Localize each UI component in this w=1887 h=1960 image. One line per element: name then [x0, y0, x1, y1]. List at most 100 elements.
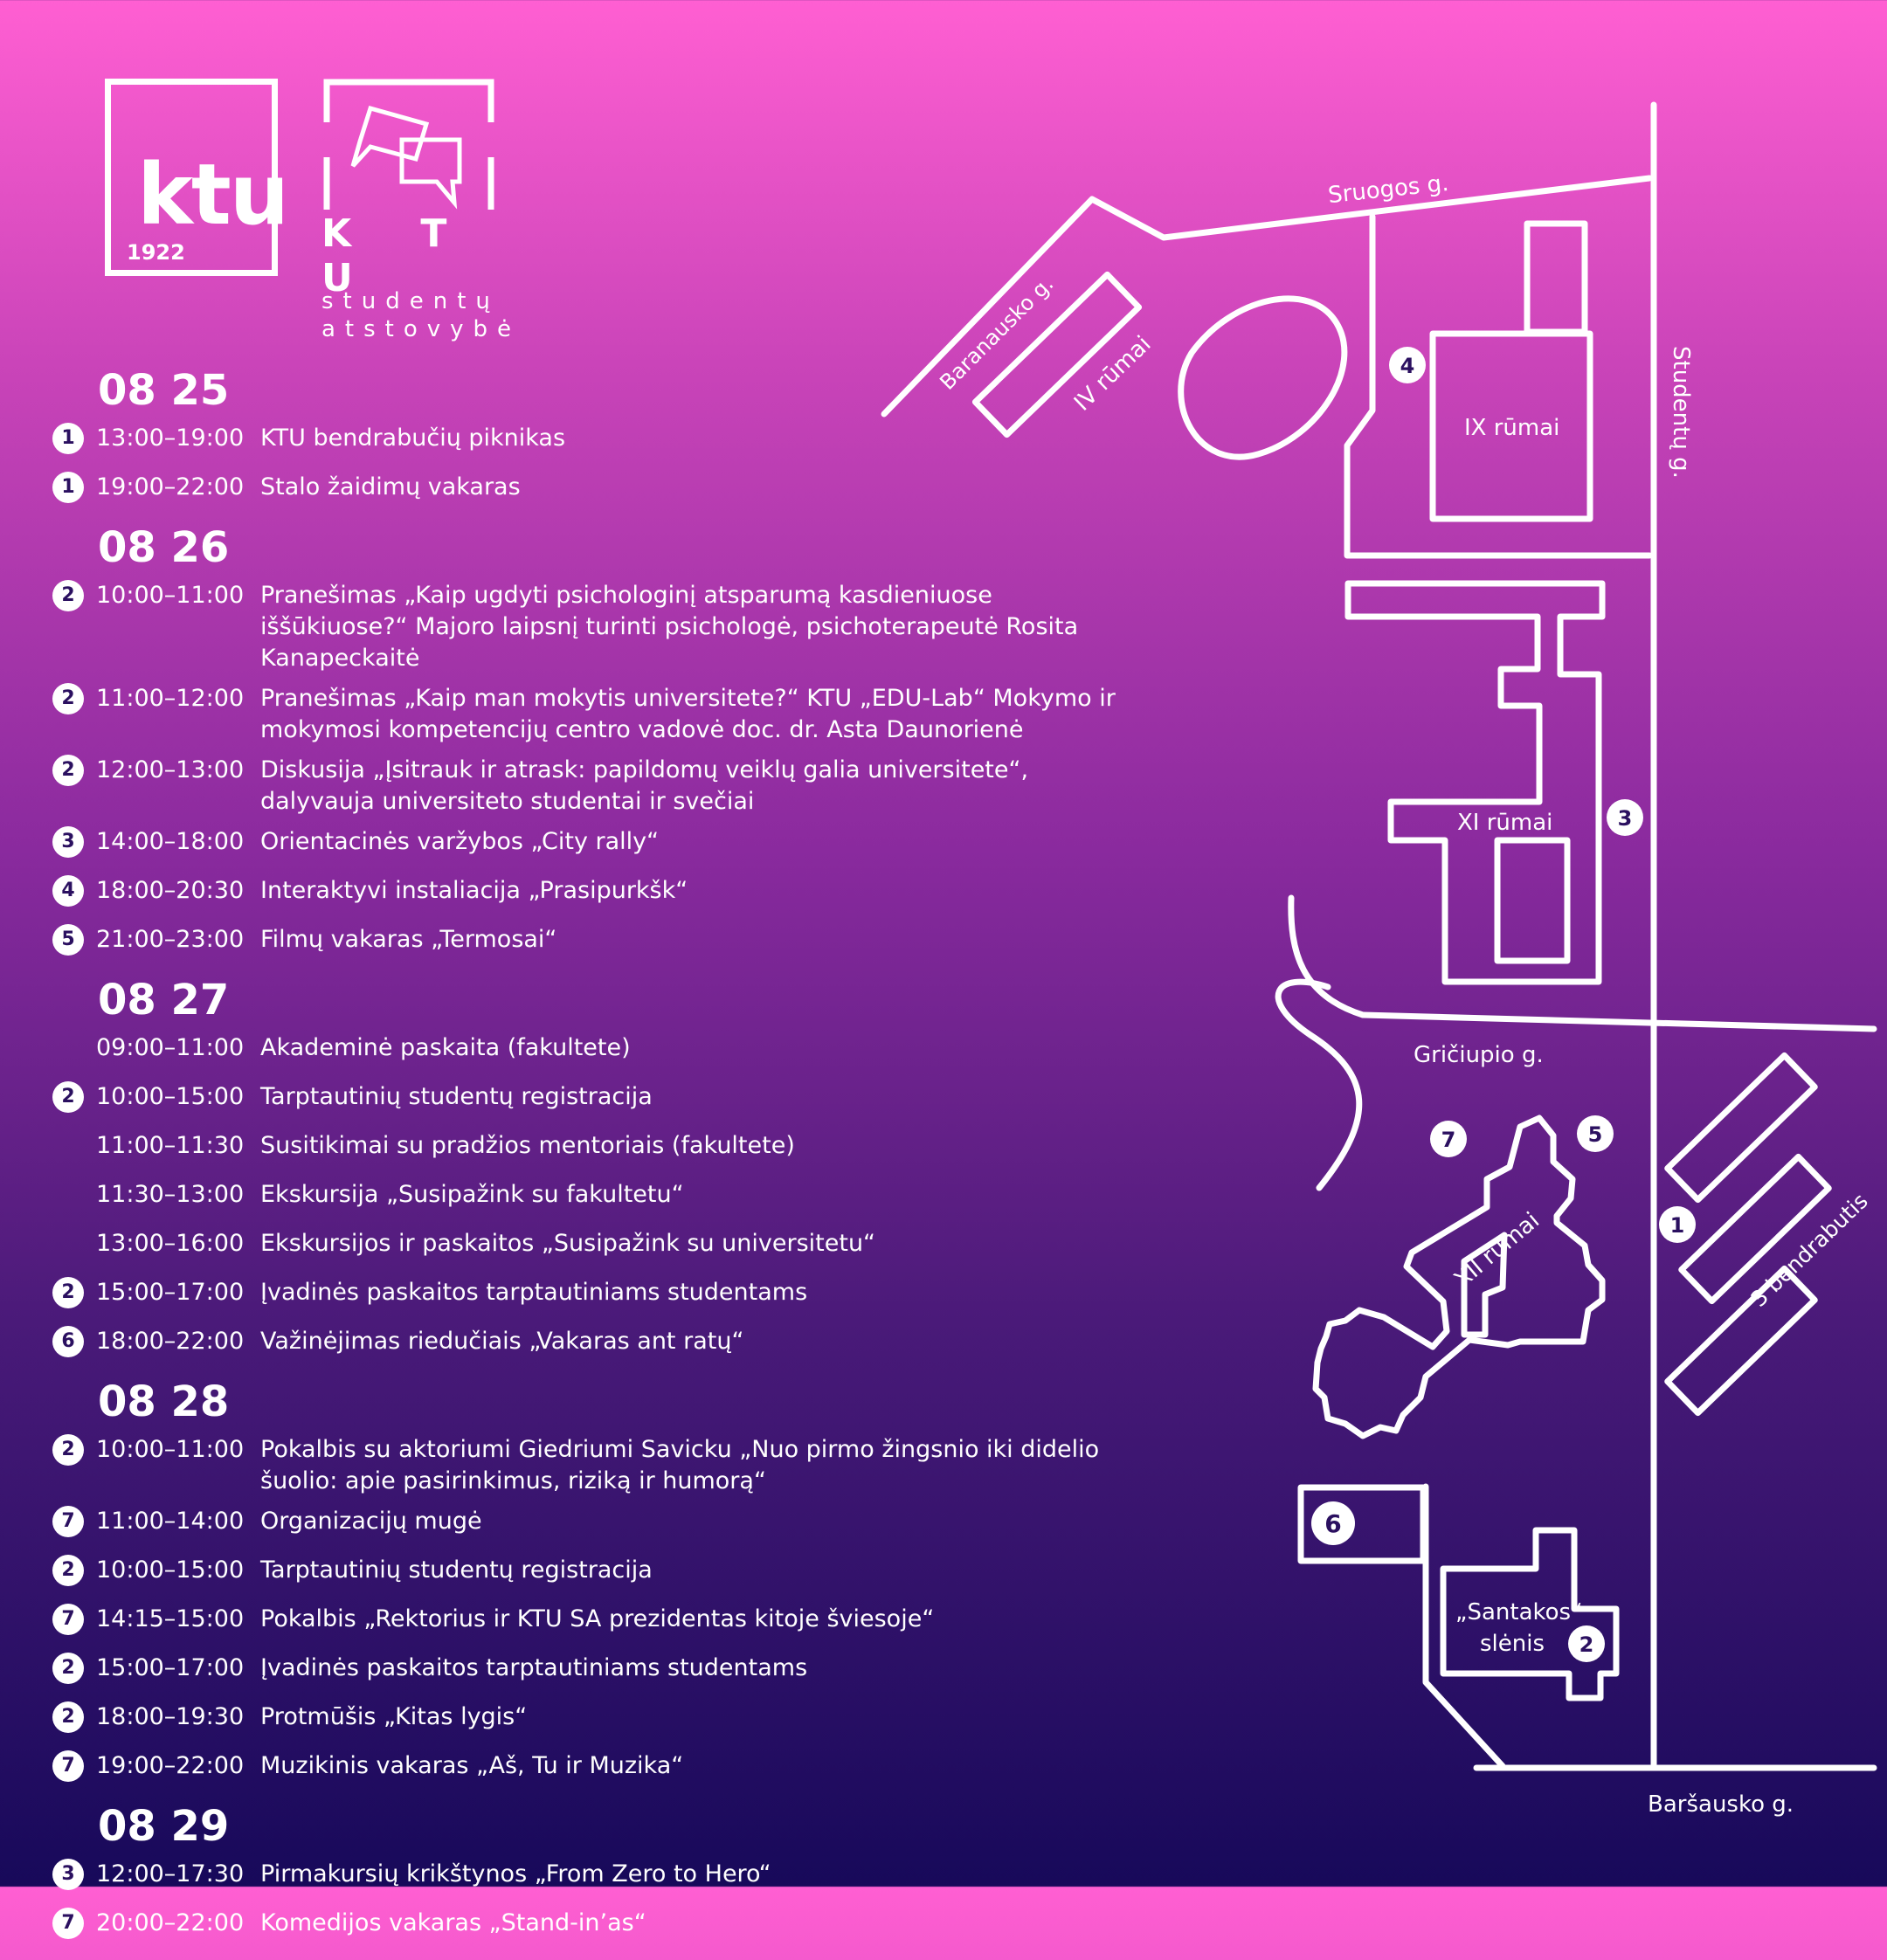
day-date: 08 26 — [98, 523, 230, 572]
event-title: Pokalbis „Rektorius ir KTU SA prezidenta… — [260, 1605, 935, 1632]
road-griciupio — [1359, 1011, 1877, 1032]
day-section: 08 26 2 10:00–11:00 Pranešimas „Kaip ugdyti… — [52, 524, 1188, 964]
svg-text:1: 1 — [1670, 1213, 1685, 1238]
event-row: 2 10:00–11:00 Pranešimas „Kaip ugdyti psic… — [52, 580, 1188, 674]
stadium — [1178, 295, 1348, 460]
day-date: 08 28 — [98, 1377, 230, 1426]
marker-1[interactable]: 1 — [1659, 1206, 1696, 1243]
event-title: Organizacijų mugė — [260, 1508, 482, 1535]
ktu-sa-line1: studentų — [321, 288, 500, 314]
ktu-logo: ktu 1922 — [105, 79, 289, 276]
location-badge: 2 — [52, 1701, 84, 1733]
svg-text:5: 5 — [1588, 1122, 1603, 1147]
event-title: Pirmakursių krikštynos „From Zero to Her… — [260, 1860, 771, 1888]
event-row: 4 18:00–20:30 Interaktyvi instaliacija „Pr… — [52, 875, 1188, 915]
event-row: 7 19:00–22:00 Muzikinis vakaras „Aš, Tu ir… — [52, 1750, 1188, 1791]
event-time: 11:00–11:30 — [96, 1132, 245, 1159]
marker-4[interactable]: 4 — [1389, 347, 1426, 383]
event-title: Pranešimas „Kaip man mokytis universitet… — [260, 685, 1116, 743]
ktu-logo-year: 1922 — [127, 240, 185, 265]
event-title: Pokalbis su aktoriumi Giedriumi Savicku … — [260, 1436, 1100, 1494]
ktu-sa-letters: K T U — [321, 211, 475, 300]
marker-7[interactable]: 7 — [1430, 1121, 1467, 1157]
location-badge: 7 — [52, 1908, 84, 1939]
building-dorm-b — [1678, 1153, 1832, 1305]
campus-map: Sruogos g. Baranausko g. Studentų g. Gri… — [856, 87, 1887, 1852]
event-row: 7 11:00–14:00 Organizacijų mugė — [52, 1506, 1188, 1546]
event-title: Pranešimas „Kaip ugdyti psichologinį ats… — [260, 582, 1079, 672]
building-ix — [1429, 330, 1593, 522]
event-time: 18:00–20:30 — [96, 877, 245, 904]
event-title: Įvadinės paskaitos tarptautiniams studen… — [260, 1279, 808, 1306]
location-badge: 3 — [52, 1859, 84, 1890]
event-time: 14:15–15:00 — [96, 1605, 245, 1632]
marker-3[interactable]: 3 — [1607, 799, 1643, 836]
day-date: 08 25 — [98, 366, 230, 415]
location-badge: 6 — [52, 1326, 84, 1357]
building-santakos-inner — [1440, 1527, 1620, 1701]
event-time: 12:00–17:30 — [96, 1860, 245, 1888]
event-time: 13:00–16:00 — [96, 1230, 245, 1257]
event-time: 10:00–15:00 — [96, 1083, 245, 1110]
event-row: 09:00–11:00 Akademinė paskaita (fakultete… — [52, 1032, 1188, 1073]
location-badge: 7 — [52, 1750, 84, 1782]
svg-text:3: 3 — [1618, 806, 1633, 831]
day-section: 08 28 2 10:00–11:00 Pokalbis su aktoriumi G… — [52, 1378, 1188, 1791]
event-title: Tarptautinių studentų registracija — [260, 1556, 653, 1584]
event-title: Filmų vakaras „Termosai“ — [260, 926, 557, 953]
location-badge: 2 — [52, 1555, 84, 1586]
ktu-sa-line2: atstovybė — [321, 316, 522, 342]
event-time: 10:00–11:00 — [96, 582, 245, 609]
marker-5[interactable]: 5 — [1577, 1115, 1614, 1152]
block-ix-area — [1344, 213, 1653, 559]
location-badge: 4 — [52, 875, 84, 907]
event-time: 09:00–11:00 — [96, 1034, 245, 1061]
event-time: 21:00–23:00 — [96, 926, 245, 953]
building-xii — [1312, 1115, 1606, 1439]
event-title: Interaktyvi instaliacija „Prasipurkšk“ — [260, 877, 688, 904]
street-griciupio: Gričiupio g. — [1414, 1042, 1544, 1068]
street-studentu: Studentų g. — [1668, 346, 1694, 479]
location-badge: 2 — [52, 683, 84, 714]
location-badge: 5 — [52, 924, 84, 956]
location-badge: 7 — [52, 1506, 84, 1537]
location-badge: 2 — [52, 580, 84, 611]
svg-text:6: 6 — [1324, 1509, 1341, 1538]
street-baranausko: Baranausko g. — [935, 272, 1058, 395]
event-row: 2 10:00–11:00 Pokalbis su aktoriumi Giedri… — [52, 1434, 1188, 1497]
svg-text:4: 4 — [1400, 354, 1415, 378]
label-santakos-2: slėnis — [1480, 1631, 1545, 1657]
building-xi-inner — [1494, 837, 1571, 964]
event-title: Akademinė paskaita (fakultete) — [260, 1034, 631, 1061]
event-time: 10:00–11:00 — [96, 1436, 245, 1463]
building-iv — [971, 271, 1143, 438]
event-title: Stalo žaidimų vakaras — [260, 473, 521, 500]
road-curve-lower — [1275, 978, 1363, 1191]
event-title: Diskusija „Įsitrauk ir atrask: papildomų… — [260, 756, 1029, 815]
location-badge: 2 — [52, 1434, 84, 1466]
marker-6[interactable]: 6 — [1311, 1501, 1355, 1545]
event-time: 18:00–19:30 — [96, 1703, 245, 1730]
map-markers: 4 3 7 5 1 6 2 — [1311, 347, 1696, 1662]
building-dorm-a — [1664, 1052, 1818, 1204]
event-time: 19:00–22:00 — [96, 473, 245, 500]
marker-2[interactable]: 2 — [1568, 1625, 1605, 1662]
event-time: 11:00–14:00 — [96, 1508, 245, 1535]
event-time: 14:00–18:00 — [96, 828, 245, 855]
label-ix-rumai: IX rūmai — [1464, 415, 1559, 441]
event-time: 19:00–22:00 — [96, 1752, 245, 1779]
building-xii-inner — [1461, 1232, 1508, 1338]
road-baranausko-sruogos — [881, 175, 1653, 418]
event-title: Muzikinis vakaras „Aš, Tu ir Muzika“ — [260, 1752, 684, 1779]
